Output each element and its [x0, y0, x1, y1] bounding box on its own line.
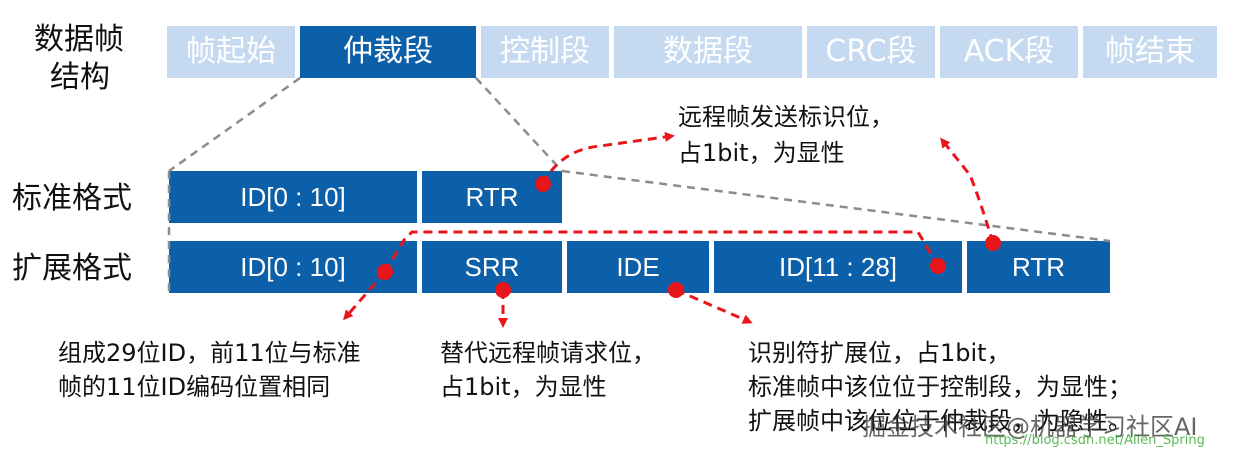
standard-rtr-field: RTR [422, 171, 562, 223]
ide-arrow [675, 288, 753, 324]
extended-srr-field: SRR [422, 241, 562, 293]
extended-rtr-field: RTR [967, 241, 1110, 293]
segment-crc: CRC段 [807, 26, 935, 78]
rtr-arrow [541, 132, 675, 185]
segment-end-of-frame: 帧结束 [1083, 26, 1217, 78]
segment-ack: ACK段 [940, 26, 1078, 78]
extended-format-label: 扩展格式 [12, 251, 132, 286]
ide-note-line2: 标准帧中该位位于控制段，为显性； [748, 373, 1132, 401]
segment-arbitration: 仲裁段 [300, 26, 476, 78]
rtr-note-line2: 占1bit，为显性 [678, 139, 845, 167]
standard-rtr-dot [535, 176, 551, 192]
watermark-url: https://blog.csdn.net/Allen_Spring [985, 433, 1205, 448]
extended-id-base-dot [377, 264, 393, 280]
ext-rtr-arrow [940, 137, 995, 244]
frame-structure-label-line1: 数据帧 [34, 22, 124, 57]
segment-start-of-frame: 帧起始 [167, 26, 295, 78]
rtr-note-line1: 远程帧发送标识位， [678, 103, 894, 131]
frame-structure-label-line2: 结构 [50, 60, 110, 95]
extended-id-ext-field: ID[11 : 28] [714, 241, 962, 293]
guide-line-right [475, 77, 563, 172]
srr-note-line1: 替代远程帧请求位， [440, 339, 656, 367]
id-arrow [343, 271, 387, 321]
guide-line-left [168, 76, 301, 173]
extended-ide-dot [668, 282, 684, 298]
standard-id-field: ID[0 : 10] [169, 171, 417, 223]
extended-rtr-dot [985, 235, 1001, 251]
extended-ide-field: IDE [567, 241, 709, 293]
id-note-line2: 帧的11位ID编码位置相同 [58, 373, 331, 401]
srr-note-line2: 占1bit，为显性 [440, 373, 607, 401]
segment-data: 数据段 [614, 26, 802, 78]
extended-id-ext-dot [930, 258, 946, 274]
segment-control: 控制段 [481, 26, 609, 78]
ide-note-line3: 扩展帧中该位位于仲裁段，为隐性。 [748, 407, 1132, 435]
ide-note-line1: 识别符扩展位，占1bit， [748, 339, 1011, 367]
id-link-line [383, 230, 940, 273]
id-note-line1: 组成29位ID，前11位与标准 [58, 339, 361, 367]
standard-format-label: 标准格式 [12, 181, 132, 216]
extended-srr-dot [495, 282, 511, 298]
watermark-text: 掘金技术社区@机器学习社区AI [862, 413, 1198, 441]
